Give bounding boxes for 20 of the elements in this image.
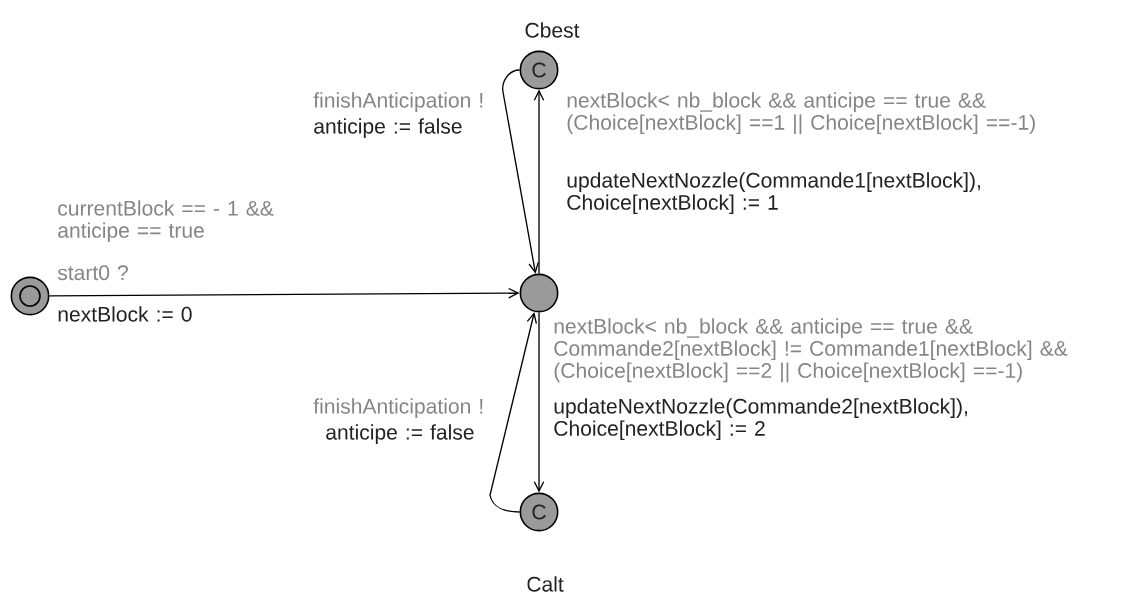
location-circle <box>519 273 559 313</box>
assignment-text: anticipe := false <box>314 118 462 138</box>
edge-label: finishAnticipation ! <box>313 92 483 112</box>
transition-arrow <box>489 311 538 513</box>
transition-arrow <box>533 311 545 493</box>
assignment-text: updateNextNozzle(Commande1[nextBlock]), Choice[nextBlock] := 1 <box>567 172 980 215</box>
assignment-text: anticipe := false <box>326 424 474 444</box>
transition-arrow <box>502 69 539 274</box>
edge-label: nextBlock< nb_block && anticipe == true && (Choice[nextBlock] ==1 || Choice[nextBlock] ==-1) <box>567 92 1035 135</box>
edge-label: nextBlock< nb_block && anticipe == true && Commande2[nextBlock] != Commande1[nextBlock] && (Choice[nextBlock] ==2 || Choice[nextBlock] ==-1) <box>554 318 1068 383</box>
guard-text: currentBlock == - 1 && anticipe == true <box>58 200 274 243</box>
location-name: Calt <box>527 576 564 592</box>
location-name: Cbest <box>525 22 580 38</box>
edge-label: start0 ? <box>57 265 128 281</box>
edge-label: finishAnticipation ! <box>313 398 483 418</box>
transition-arrow <box>533 89 545 275</box>
assignment-text: updateNextNozzle(Commande2[nextBlock]), Choice[nextBlock] := 2 <box>554 398 967 441</box>
assignment-text: nextBlock := 0 <box>58 306 192 322</box>
initial-location-circle <box>10 276 50 316</box>
transition-arrow <box>48 287 520 299</box>
